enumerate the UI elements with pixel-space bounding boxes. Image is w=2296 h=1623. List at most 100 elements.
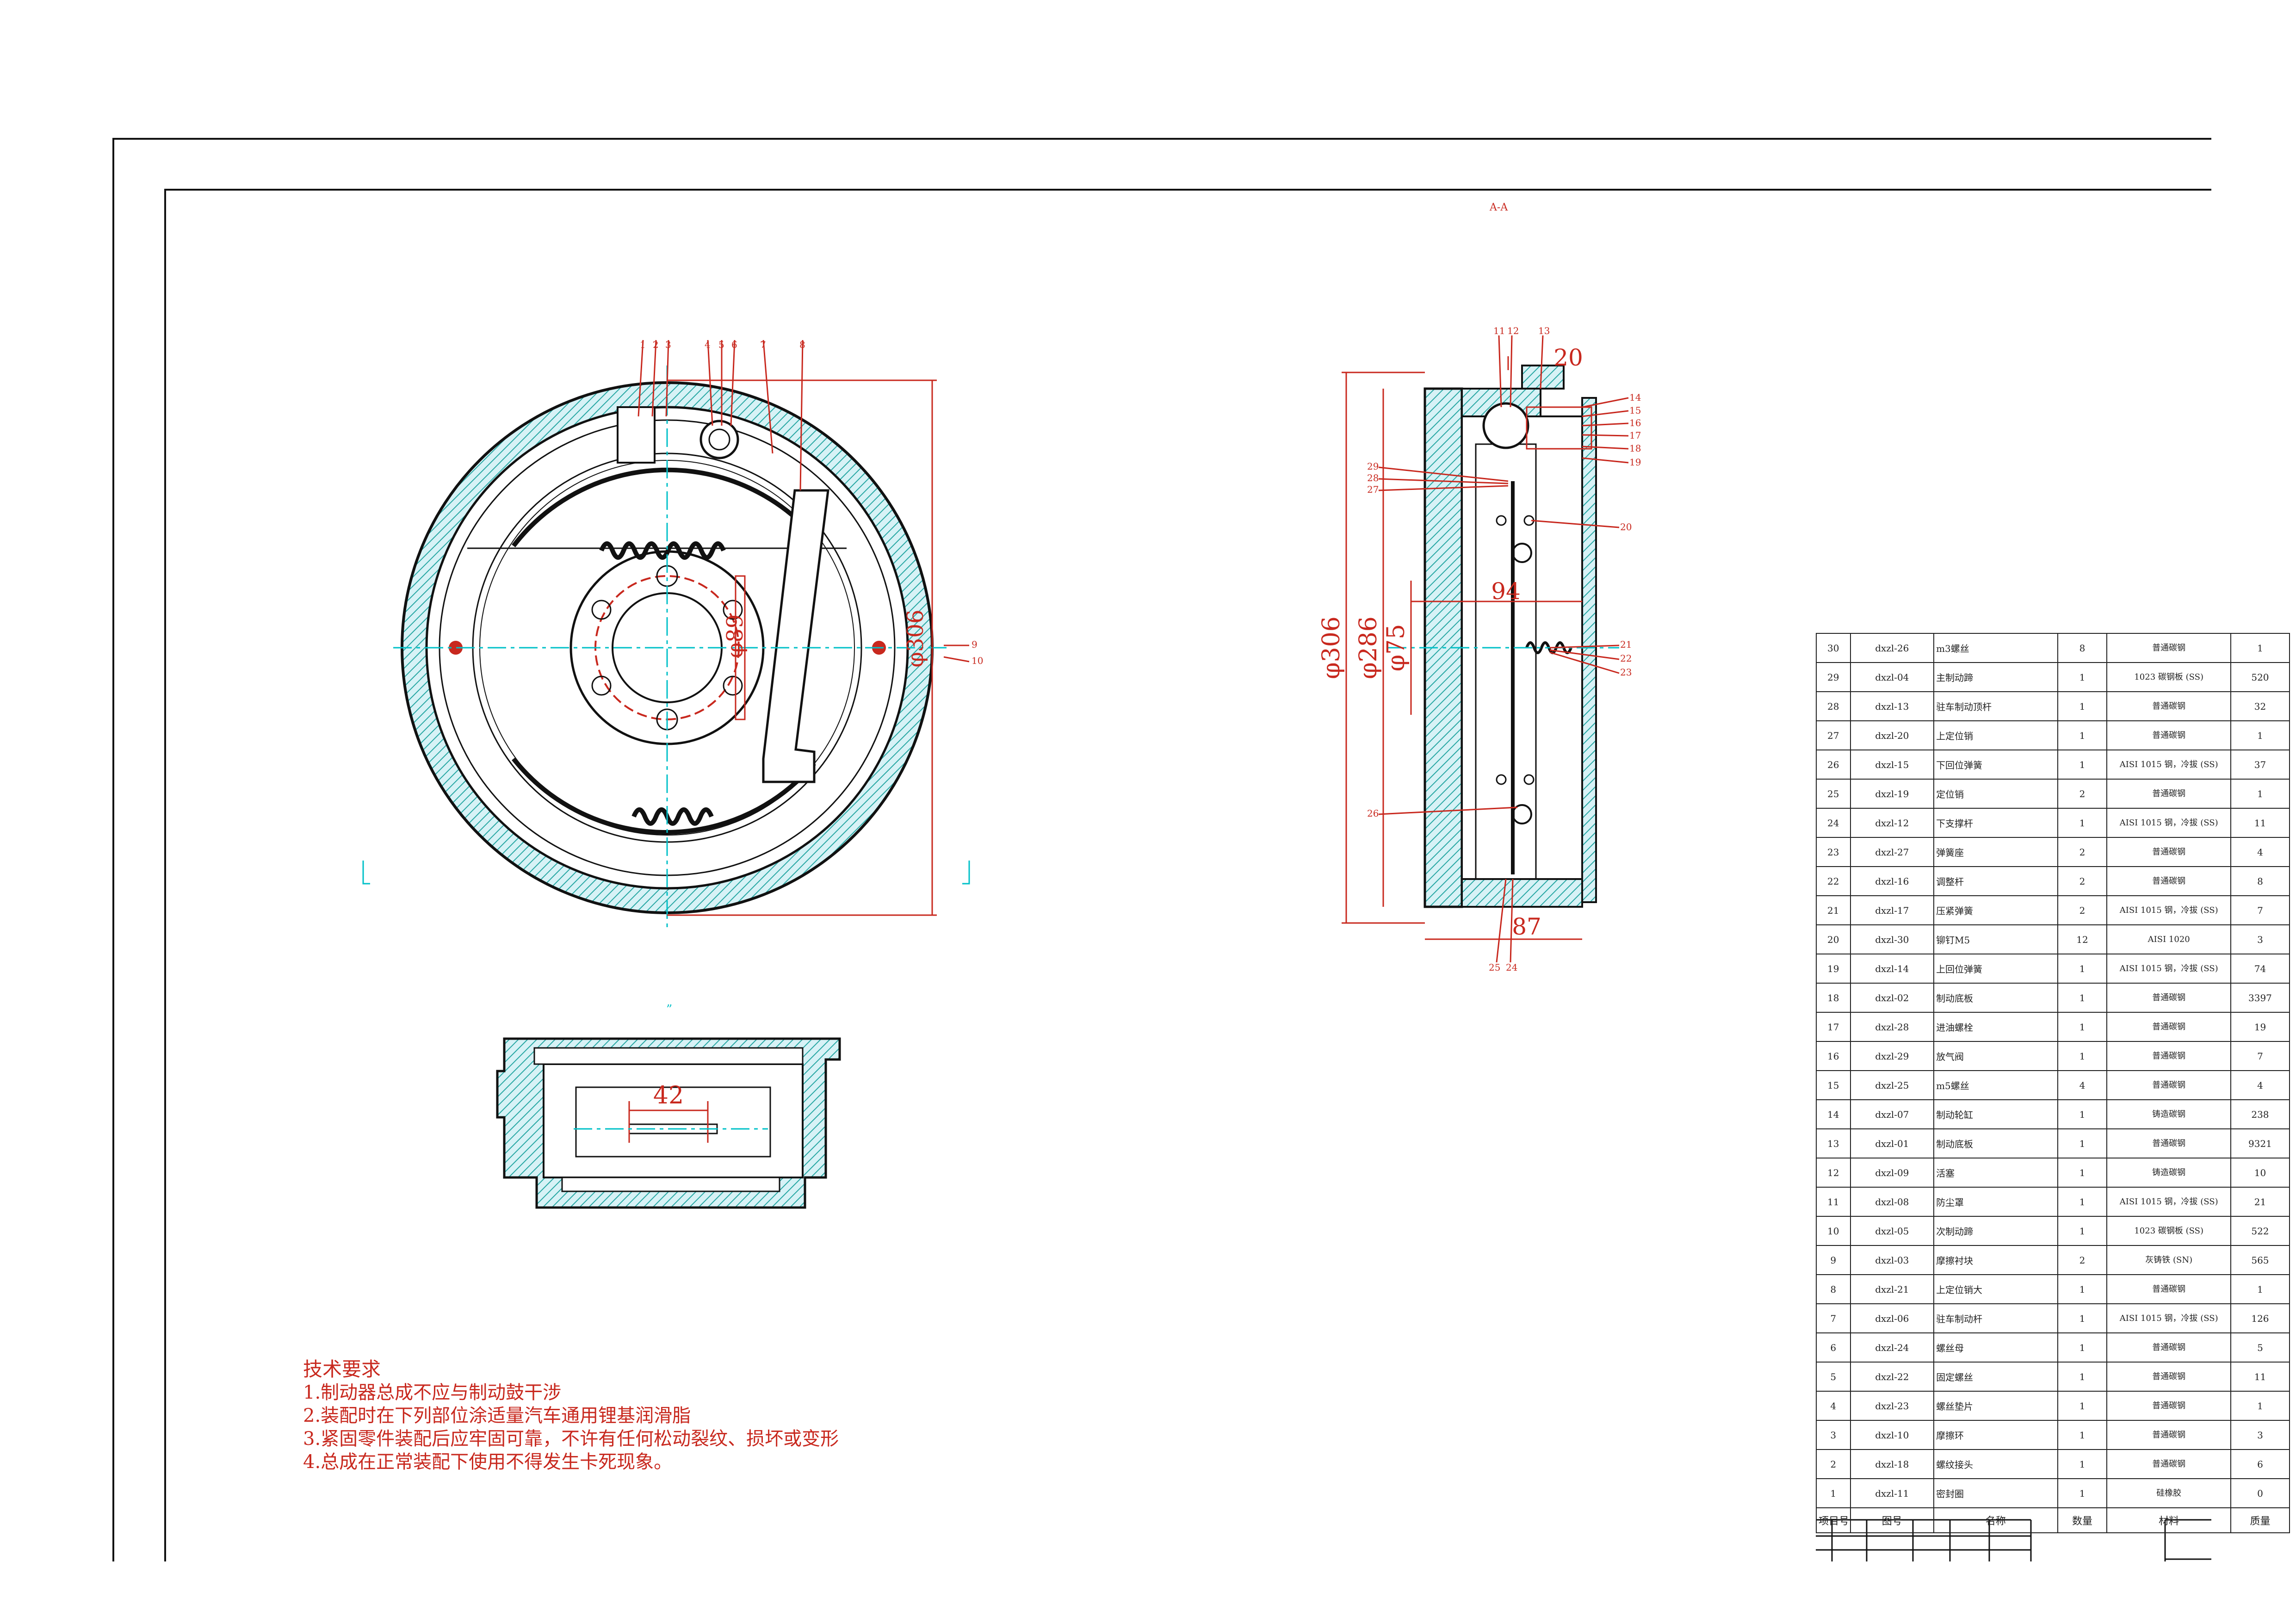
bom-mass: 0 — [2230, 1478, 2290, 1508]
front-callout-4: 4 — [705, 339, 711, 350]
bom-drawing-no: dxzl-29 — [1850, 1041, 1935, 1071]
bom-mass: 565 — [2230, 1245, 2290, 1275]
bom-material: 1023 碳钢板 (SS) — [2106, 1216, 2231, 1246]
bom-item-no: 18 — [1816, 983, 1851, 1013]
bom-drawing-no: dxzl-28 — [1850, 1012, 1935, 1042]
bom-qty: 1 — [2057, 1274, 2108, 1304]
front-callout-5: 5 — [718, 339, 724, 350]
bom-mass: 3397 — [2230, 983, 2290, 1013]
bom-item-no: 5 — [1816, 1362, 1851, 1392]
front-view: φ306 φ89 1 2 3 4 5 6 7 8 9 10 ” — [362, 339, 983, 1016]
bom-material: 普通碳钢 — [2106, 1128, 2231, 1158]
bom-item-no: 3 — [1816, 1420, 1851, 1450]
bom-item-no: 6 — [1816, 1332, 1851, 1363]
bom-material: AISI 1015 钢，冷拔 (SS) — [2106, 895, 2231, 925]
bom-name: 上回位弹簧 — [1933, 954, 2058, 984]
bom-item-no: 26 — [1816, 750, 1851, 780]
bom-name: 螺纹接头 — [1933, 1449, 2058, 1479]
side-dim-top: 20 — [1553, 344, 1583, 371]
bom-item-no: 16 — [1816, 1041, 1851, 1071]
side-callout-19: 19 — [1629, 457, 1641, 468]
bom-drawing-no: dxzl-11 — [1850, 1478, 1935, 1508]
front-callout-3: 3 — [665, 339, 671, 350]
bom-drawing-no: dxzl-24 — [1850, 1332, 1935, 1363]
bom-drawing-no: dxzl-02 — [1850, 983, 1935, 1013]
bom-material: 普通碳钢 — [2106, 837, 2231, 867]
bom-material: 铸造碳钢 — [2106, 1099, 2231, 1129]
bom-name: 活塞 — [1933, 1158, 2058, 1188]
bom-item-no: 10 — [1816, 1216, 1851, 1246]
tech-item: 3.紧固零件装配后应牢固可靠，不许有任何松动裂纹、损坏或变形 — [303, 1428, 839, 1450]
bom-name: 螺丝垫片 — [1933, 1391, 2058, 1421]
bom-name: 铆钉M5 — [1933, 924, 2058, 954]
bom-name: 驻车制动杆 — [1933, 1303, 2058, 1333]
bom-item-no: 14 — [1816, 1099, 1851, 1129]
bom-qty: 2 — [2057, 1245, 2108, 1275]
bom-name: 制动底板 — [1933, 1128, 2058, 1158]
bom-drawing-no: dxzl-07 — [1850, 1099, 1935, 1129]
bom-material: 普通碳钢 — [2106, 1012, 2231, 1042]
bom-name: 定位销 — [1933, 779, 2058, 809]
bom-item-no: 11 — [1816, 1187, 1851, 1217]
bom-drawing-no: dxzl-13 — [1850, 691, 1935, 721]
bom-material: 普通碳钢 — [2106, 1391, 2231, 1421]
bom-mass: 7 — [2230, 1041, 2290, 1071]
bom-qty: 4 — [2057, 1070, 2108, 1100]
bom-material: 普通碳钢 — [2106, 866, 2231, 896]
bom-name: 下支撑杆 — [1933, 808, 2058, 838]
bom-material: 普通碳钢 — [2106, 720, 2231, 750]
front-callout-9: 9 — [972, 639, 978, 650]
bom-name: 摩擦环 — [1933, 1420, 2058, 1450]
bom-header-cell: 项目号 — [1816, 1507, 1851, 1533]
bom-mass: 238 — [2230, 1099, 2290, 1129]
bottom-dim-42: 42 — [653, 1082, 684, 1109]
side-callout-23: 23 — [1620, 667, 1632, 678]
bom-material: 普通碳钢 — [2106, 1420, 2231, 1450]
side-callout-24: 24 — [1506, 962, 1517, 973]
bom-mass: 1 — [2230, 633, 2290, 663]
bom-item-no: 25 — [1816, 779, 1851, 809]
bom-item-no: 28 — [1816, 691, 1851, 721]
bom-qty: 1 — [2057, 1216, 2108, 1246]
bom-mass: 10 — [2230, 1158, 2290, 1188]
bom-mass: 11 — [2230, 808, 2290, 838]
side-callout-20: 20 — [1620, 521, 1632, 533]
bom-mass: 4 — [2230, 1070, 2290, 1100]
bom-material: 硅橡胶 — [2106, 1478, 2231, 1508]
bom-name: 螺丝母 — [1933, 1332, 2058, 1363]
bom-qty: 12 — [2057, 924, 2108, 954]
bom-name: 压紧弹簧 — [1933, 895, 2058, 925]
bom-name: 弹簧座 — [1933, 837, 2058, 867]
side-callout-18: 18 — [1629, 443, 1641, 454]
front-dim-outer: φ306 — [903, 609, 928, 667]
bom-name: 次制动蹄 — [1933, 1216, 2058, 1246]
drawing-border — [112, 138, 2211, 1561]
side-callout-16: 16 — [1629, 417, 1641, 428]
bom-material: AISI 1015 钢，冷拔 (SS) — [2106, 1303, 2231, 1333]
bom-qty: 1 — [2057, 954, 2108, 984]
bom-drawing-no: dxzl-17 — [1850, 895, 1935, 925]
tech-item: 1.制动器总成不应与制动鼓干涉 — [303, 1382, 562, 1403]
bom-name: 密封圈 — [1933, 1478, 2058, 1508]
side-dim-inner: φ75 — [1382, 624, 1410, 672]
bom-qty: 1 — [2057, 1187, 2108, 1217]
side-callout-29: 29 — [1367, 461, 1379, 472]
front-callout-10: 10 — [972, 655, 983, 666]
bom-item-no: 2 — [1816, 1449, 1851, 1479]
bom-mass: 4 — [2230, 837, 2290, 867]
bom-mass: 3 — [2230, 1420, 2290, 1450]
view-mark: ” — [666, 1003, 672, 1016]
bom-item-no: 17 — [1816, 1012, 1851, 1042]
bom-mass: 8 — [2230, 866, 2290, 896]
bom-qty: 1 — [2057, 1332, 2108, 1363]
bom-header-cell: 材料 — [2106, 1507, 2231, 1533]
bom-drawing-no: dxzl-26 — [1850, 633, 1935, 663]
bom-name: 上定位销大 — [1933, 1274, 2058, 1304]
bom-item-no: 23 — [1816, 837, 1851, 867]
bom-material: 普通碳钢 — [2106, 633, 2231, 663]
